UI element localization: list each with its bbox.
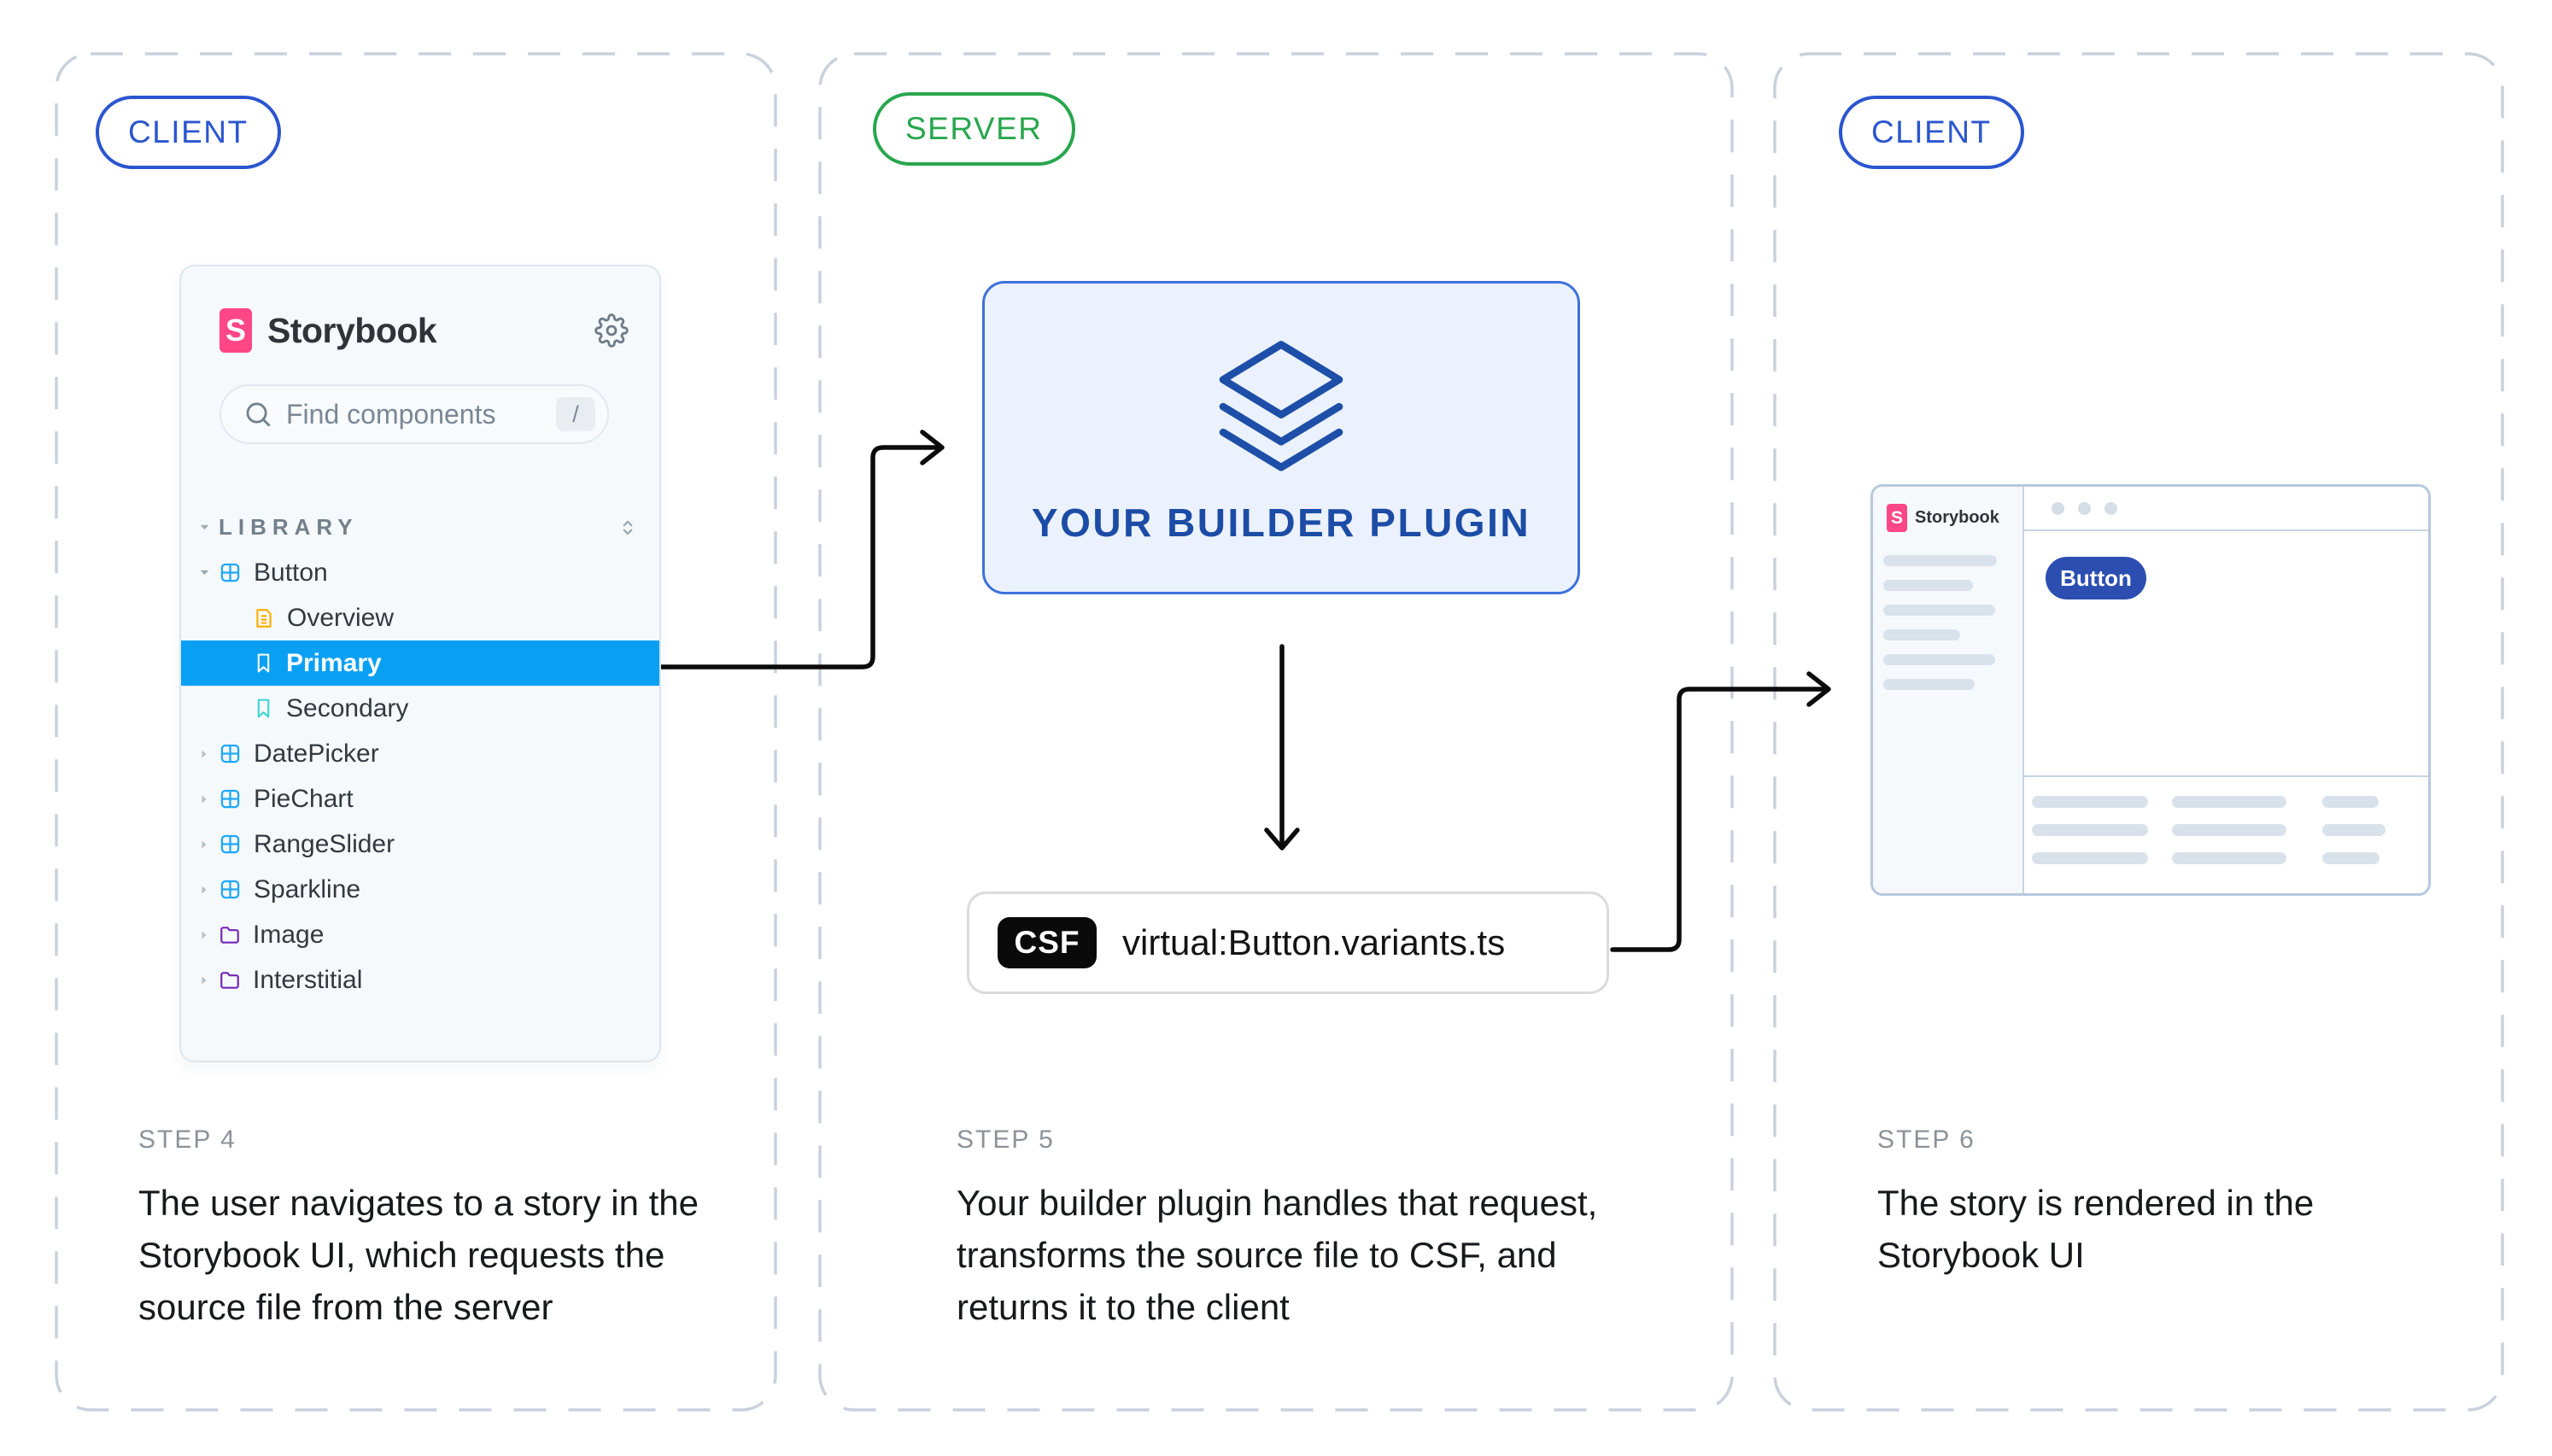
component-icon (219, 787, 242, 810)
caret-down-icon[interactable] (193, 565, 215, 580)
window-dot-icon (2052, 502, 2064, 515)
skeleton-pill (2172, 852, 2286, 864)
sidebar-item-label: Overview (287, 604, 394, 633)
storybook-logo-icon: S (1887, 504, 1907, 532)
sidebar-item-sparkline[interactable]: Sparkline (181, 867, 659, 912)
sidebar-item-secondary[interactable]: Secondary (181, 686, 659, 731)
search-placeholder: Find components (286, 399, 495, 430)
skeleton-bar (1883, 654, 1995, 665)
storybook-sidebar: S Storybook Find components / LIBRARY (179, 265, 661, 1062)
client-badge-right: CLIENT (1839, 96, 2024, 169)
sidebar-item-interstitial[interactable]: Interstitial (181, 957, 659, 1003)
sidebar-item-label: Secondary (286, 694, 408, 723)
caret-right-icon[interactable] (193, 838, 215, 851)
component-tree: ButtonOverviewPrimarySecondaryDatePicker… (181, 550, 659, 1003)
sidebar-item-label: DatePicker (254, 740, 379, 769)
caret-right-icon[interactable] (193, 928, 215, 942)
document-icon (253, 607, 275, 629)
search-icon (243, 400, 272, 429)
skeleton-bar (1883, 629, 1960, 640)
step-5-label: STEP 5 (957, 1126, 1055, 1155)
component-icon (219, 742, 242, 765)
builder-plugin-box: YOUR BUILDER PLUGIN (982, 281, 1580, 594)
step-6-label: STEP 6 (1877, 1126, 1975, 1155)
sidebar-tree: LIBRARY ButtonOverviewPrimarySecondaryDa… (181, 505, 659, 1003)
caret-right-icon[interactable] (193, 747, 215, 761)
component-icon (219, 878, 242, 901)
mini-sidebar: S Storybook (1873, 487, 2024, 893)
collapse-expand-all-icon[interactable] (617, 517, 639, 539)
skeleton-pill (2172, 796, 2286, 808)
folder-icon (219, 969, 241, 991)
arrow-client-to-plugin (659, 447, 938, 667)
mini-canvas: Button (2024, 531, 2428, 775)
sidebar-item-label: Button (254, 558, 328, 588)
window-dot-icon (2078, 502, 2091, 515)
client-badge-left: CLIENT (96, 96, 281, 169)
builder-plugin-label: YOUR BUILDER PLUGIN (985, 500, 1577, 546)
step-5-text: Your builder plugin handles that request… (957, 1177, 1657, 1333)
mini-sidebar-skeleton (1883, 555, 1997, 704)
caret-right-icon[interactable] (193, 974, 215, 987)
sidebar-item-rangeslider[interactable]: RangeSlider (181, 822, 659, 867)
bookmark-icon (253, 652, 274, 674)
component-icon (219, 833, 242, 856)
folder-icon (219, 924, 241, 946)
layers-icon (1214, 336, 1349, 488)
window-dot-icon (2104, 502, 2117, 515)
sidebar-item-label: RangeSlider (254, 830, 395, 859)
search-input[interactable]: Find components / (219, 384, 609, 444)
arrow-csf-to-client (1613, 689, 1824, 950)
sidebar-item-label: PieChart (254, 785, 354, 814)
sidebar-item-piechart[interactable]: PieChart (181, 776, 659, 822)
skeleton-pill (2322, 796, 2379, 808)
sidebar-item-datepicker[interactable]: DatePicker (181, 731, 659, 776)
skeleton-pill (2322, 824, 2385, 836)
sidebar-item-label: Primary (286, 649, 382, 678)
skeleton-pill (2172, 824, 2286, 836)
mini-logo-row: S Storybook (1887, 504, 1999, 532)
sidebar-item-label: Interstitial (253, 966, 362, 995)
caret-right-icon[interactable] (193, 792, 215, 806)
sidebar-item-primary[interactable]: Primary (181, 640, 659, 686)
library-section-label: LIBRARY (219, 514, 359, 541)
sidebar-item-image[interactable]: Image (181, 912, 659, 957)
skeleton-bar (1883, 605, 1995, 616)
library-section-header[interactable]: LIBRARY (181, 505, 659, 550)
mini-storybook-brand: Storybook (1915, 508, 1999, 528)
slash-shortcut-key: / (556, 397, 595, 431)
csf-filename: virtual:Button.variants.ts (1122, 922, 1505, 963)
sidebar-item-label: Sparkline (254, 875, 360, 904)
mini-addon-panel (2024, 775, 2428, 893)
sidebar-item-overview[interactable]: Overview (181, 595, 659, 640)
skeleton-pill (2032, 824, 2148, 836)
bookmark-icon (253, 698, 274, 719)
skeleton-pill (2032, 796, 2148, 808)
skeleton-pill (2032, 852, 2148, 864)
sidebar-item-label: Image (253, 921, 324, 950)
caret-right-icon[interactable] (193, 883, 215, 897)
csf-badge: CSF (998, 917, 1097, 968)
skeleton-pill (2322, 852, 2379, 864)
step-4-label: STEP 4 (138, 1126, 237, 1155)
csf-file-chip: CSF virtual:Button.variants.ts (967, 892, 1609, 994)
step-6-text: The story is rendered in the Storybook U… (1877, 1177, 2398, 1281)
gear-icon[interactable] (594, 313, 629, 348)
skeleton-bar (1883, 679, 1975, 690)
mini-storybook-window: S Storybook Button (1870, 484, 2431, 896)
step-4-text: The user navigates to a story in the Sto… (138, 1177, 728, 1333)
component-icon (219, 561, 242, 584)
storybook-brand: Storybook (267, 311, 436, 351)
sidebar-header: S Storybook (219, 304, 629, 357)
rendered-button[interactable]: Button (2046, 557, 2146, 599)
server-badge: SERVER (873, 92, 1075, 166)
sidebar-item-button[interactable]: Button (181, 550, 659, 595)
storybook-logo-icon: S (219, 308, 252, 353)
caret-down-icon[interactable] (193, 520, 215, 535)
skeleton-bar (1883, 555, 1997, 566)
skeleton-bar (1883, 580, 1973, 591)
mini-main-area: Button (2024, 487, 2428, 893)
mini-toolbar (2024, 487, 2428, 531)
